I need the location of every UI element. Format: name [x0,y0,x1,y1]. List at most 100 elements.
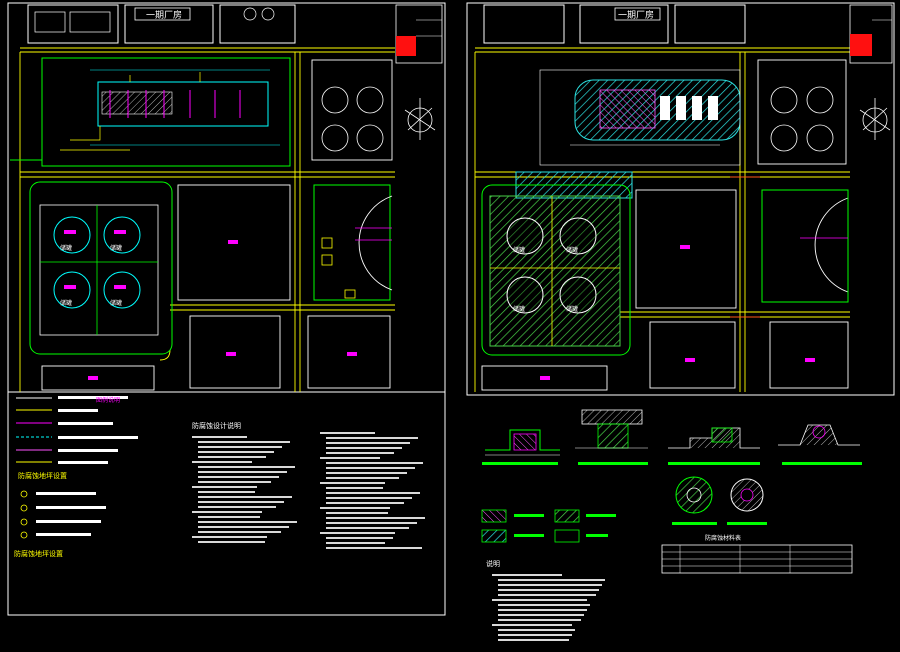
note-line [192,536,267,538]
left-top-building-label: 一期厂房 [146,9,182,21]
note-line [192,486,257,488]
section-details [482,409,862,525]
note-line [326,462,423,464]
note-line [498,629,575,631]
left-arc-tank [321,195,393,299]
detail-3 [668,427,760,465]
note-line [320,507,390,509]
right-hatched-pipe-rack [539,69,741,166]
note-line [498,619,581,621]
note-line [198,451,274,453]
note-line [498,579,605,581]
note-line [198,506,276,508]
right-tank-label-1: 储罐 [513,246,525,254]
note-line [326,452,394,454]
note-line [326,542,385,544]
note-line [198,441,290,443]
right-title-block [849,4,893,64]
left-title-block [395,4,443,64]
detail-circle-2 [727,478,767,525]
right-tank-label-2: 储罐 [566,246,578,254]
note-line [498,584,602,586]
note-line [492,574,562,576]
note-line [198,541,265,543]
left-mid-heading: 防腐蚀地坪设置 [18,471,67,480]
note-line [326,447,402,449]
right-notes: 说明 [486,559,605,641]
left-sheet-frame [7,2,446,616]
note-line [326,547,422,549]
note-line [198,516,260,518]
left-legend: 图例说明 防腐蚀地坪设置 防腐蚀地坪设置 [14,396,138,558]
note-line [498,614,584,616]
note-line [326,487,383,489]
note-line [192,511,262,513]
left-tank-farm: 储罐 储罐 储罐 储罐 [39,204,159,336]
left-bottom-heading: 防腐蚀地坪设置 [14,549,63,558]
note-line [498,589,599,591]
note-line [498,604,590,606]
note-line [198,476,279,478]
note-line [326,472,407,474]
note-line [198,466,295,468]
left-site-boundary [10,57,391,355]
detail-2 [575,409,648,465]
tank-label-4: 储罐 [110,299,122,307]
hatch-legend [481,509,616,543]
left-sheet: 一期厂房 [7,2,446,616]
right-arc-tank [761,189,849,303]
note-line [320,482,385,484]
note-line [492,624,572,626]
notes-title: 防腐蚀设计说明 [192,421,241,430]
left-plot-tags [88,240,357,380]
detail-1 [482,429,560,465]
note-line [492,599,587,601]
note-line [320,532,395,534]
left-road-network [19,47,395,392]
detail-circle-1 [672,476,717,525]
right-tank-label-3: 储罐 [513,305,525,313]
note-line [192,461,252,463]
left-notes: 防腐蚀设计说明 [192,421,425,549]
note-line [198,471,287,473]
note-line [192,436,247,438]
note-line [198,531,281,533]
note-line [498,594,596,596]
note-line [198,526,289,528]
detail-4 [778,424,862,465]
left-pipe-rack [60,69,280,151]
left-small-tanks [321,86,384,152]
note-line [326,477,399,479]
note-line [326,502,404,504]
note-line [326,437,418,439]
note-line [326,522,417,524]
note-line [198,501,284,503]
material-table: 防腐蚀材料表 [661,534,853,574]
right-sheet: 一期厂房 [466,2,895,641]
right-tank-label-4: 储罐 [566,305,578,313]
note-line [498,639,569,641]
note-line [326,527,409,529]
material-table-title: 防腐蚀材料表 [705,534,741,542]
note-line [326,512,388,514]
note-line [198,491,255,493]
note-line [326,537,393,539]
note-line [320,432,375,434]
note-line [498,634,572,636]
note-line [198,496,292,498]
note-line [198,456,266,458]
note-line [198,446,282,448]
note-line [326,467,415,469]
note-line [326,517,425,519]
right-sheet-frame [466,2,895,396]
right-top-building-label: 一期厂房 [618,9,654,21]
right-north-arrow-icon [859,98,891,140]
tank-label-2: 储罐 [110,244,122,252]
right-notes-title: 说明 [486,559,500,568]
tank-label-3: 储罐 [60,299,72,307]
note-line [326,442,410,444]
legend-label-top: 图例说明 [96,396,120,404]
right-plots [481,59,849,391]
right-hatched-tank-farm: 储罐 储罐 储罐 储罐 [481,171,633,356]
